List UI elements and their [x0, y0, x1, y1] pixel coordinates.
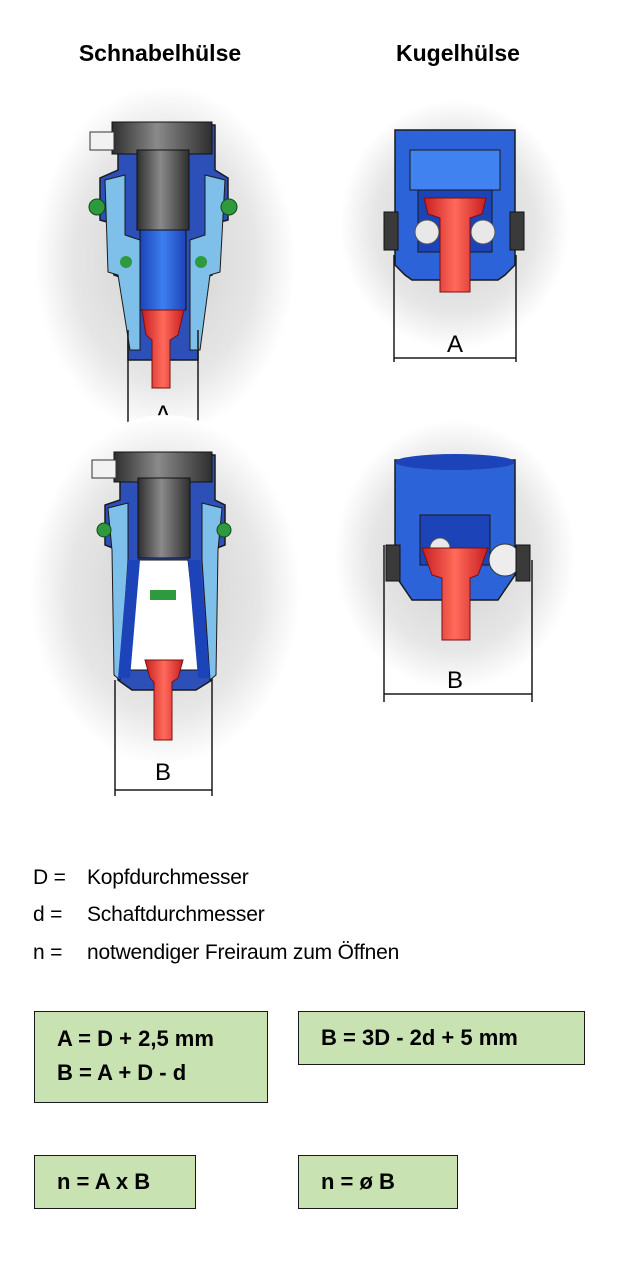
title-schnabelhuelse: Schnabelhülse [78, 40, 242, 66]
dim-label-a-kugel: A [447, 331, 463, 358]
formula-n-schnabel: n = A x B [57, 1169, 151, 1194]
formula-box-schnabel-n: n = A x B [34, 1155, 196, 1209]
formula-box-kugel-b: B = 3D - 2d + 5 mm [298, 1011, 585, 1065]
schnabel-open-illustration: B [30, 415, 300, 796]
formula-n-kugel: n = ø B [321, 1169, 395, 1194]
legend-item-d-upper: D = Kopfdurchmesser [33, 866, 249, 890]
diagram-illustrations: A A [30, 85, 575, 796]
formula-a: A = D + 2,5 mm [57, 1026, 214, 1051]
title-kugelhuelse: Kugelhülse [396, 40, 520, 66]
legend-key: n = [33, 941, 63, 964]
legend-key: d = [33, 903, 63, 926]
legend-item-n: n = notwendiger Freiraum zum Öffnen [33, 941, 399, 965]
formula-box-schnabel-ab: A = D + 2,5 mm B = A + D - d [34, 1011, 268, 1103]
formula-b: B = A + D - d [57, 1060, 187, 1085]
formula-b-kugel: B = 3D - 2d + 5 mm [321, 1025, 518, 1050]
legend-text: notwendiger Freiraum zum Öffnen [87, 941, 400, 964]
formula-box-kugel-n: n = ø B [298, 1155, 458, 1209]
kugel-closed-illustration: A [340, 100, 570, 362]
legend-item-d-lower: d = Schaftdurchmesser [33, 903, 265, 927]
legend-text: Kopfdurchmesser [87, 866, 249, 889]
legend-key: D = [33, 866, 66, 889]
dim-label-b-schnabel: B [155, 759, 171, 786]
schnabel-closed-illustration: A [35, 85, 295, 435]
kugel-open-illustration: B [335, 420, 575, 702]
legend-text: Schaftdurchmesser [87, 903, 265, 926]
dim-label-b-kugel: B [447, 667, 463, 694]
